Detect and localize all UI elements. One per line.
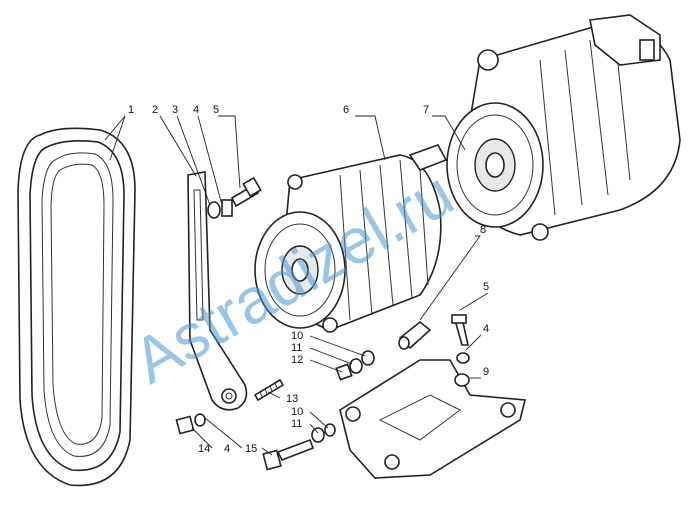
alternator-small bbox=[254, 144, 448, 333]
callout-1: 1 bbox=[128, 104, 134, 116]
mounting-bracket bbox=[339, 314, 527, 479]
callout-5: 5 bbox=[213, 104, 219, 116]
callout-3: 3 bbox=[172, 104, 178, 116]
callout-12: 12 bbox=[291, 354, 303, 366]
bolt-lower bbox=[262, 423, 336, 471]
callout-6: 6 bbox=[343, 104, 349, 116]
callout-11-lower: 11 bbox=[291, 418, 302, 430]
callout-13: 13 bbox=[286, 393, 298, 405]
alternator-large bbox=[446, 14, 681, 241]
callout-9: 9 bbox=[483, 366, 489, 378]
drive-belt bbox=[17, 127, 136, 487]
callout-14: 14 bbox=[198, 443, 210, 455]
callout-2: 2 bbox=[152, 104, 158, 116]
callout-4-lower: 4 bbox=[483, 323, 489, 335]
callout-4: 4 bbox=[193, 104, 199, 116]
washer-set-upper bbox=[335, 350, 375, 381]
callout-11-upper: 11 bbox=[291, 342, 302, 354]
adjusting-strap bbox=[187, 171, 248, 411]
nut-lower bbox=[175, 413, 206, 435]
callout-5-lower: 5 bbox=[483, 281, 489, 293]
washer-bolt-top bbox=[207, 176, 262, 219]
callout-10-upper: 10 bbox=[291, 330, 303, 342]
callout-15: 15 bbox=[245, 443, 257, 455]
callout-labels: 1 2 3 4 5 6 7 8 5 4 9 10 11 12 13 10 11 … bbox=[128, 104, 489, 455]
sleeve bbox=[398, 320, 432, 350]
callout-7: 7 bbox=[423, 104, 429, 116]
callout-10-lower: 10 bbox=[291, 406, 303, 418]
callout-8: 8 bbox=[480, 224, 486, 236]
stud bbox=[253, 378, 285, 402]
callout-4-bottom: 4 bbox=[224, 443, 230, 455]
leader-lines bbox=[104, 115, 489, 456]
